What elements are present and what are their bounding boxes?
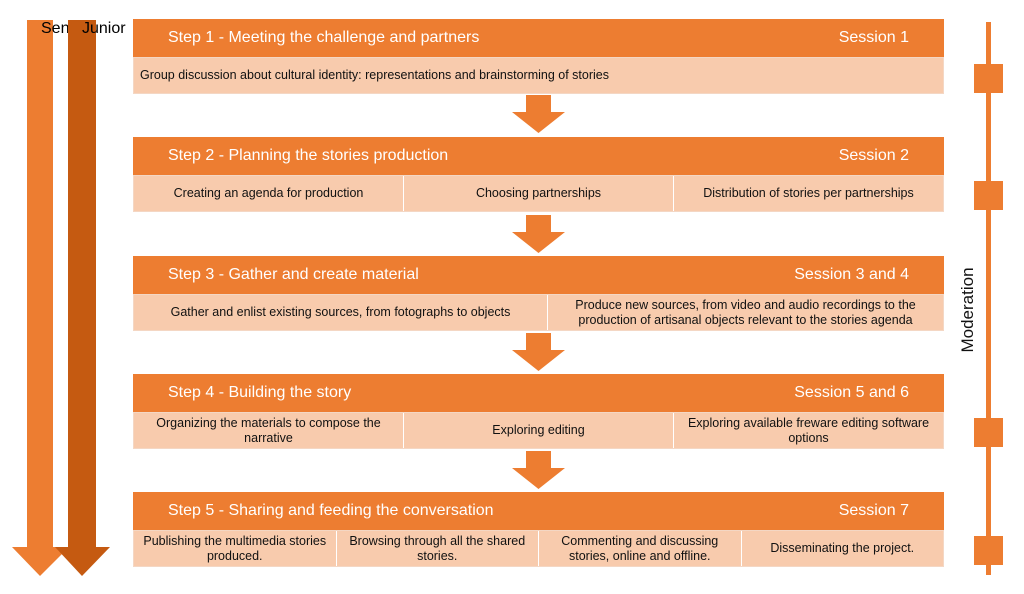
moderation-label: Moderation xyxy=(958,267,977,353)
activity: Exploring editing xyxy=(404,413,674,448)
activity: Organizing the materials to compose the … xyxy=(134,413,404,448)
moderation-marker xyxy=(974,181,1003,210)
down-arrow-icon xyxy=(512,215,565,253)
activity: Gather and enlist existing sources, from… xyxy=(134,295,548,330)
junior-track-label: Junior xyxy=(82,20,126,37)
step-4: Step 4 - Building the story Session 5 and… xyxy=(133,374,944,449)
down-arrow-icon xyxy=(512,333,565,371)
activity: Publishing the multimedia stories produc… xyxy=(134,531,337,566)
step-2: Step 2 - Planning the stories production… xyxy=(133,137,944,212)
senior-track-arrow xyxy=(12,20,69,576)
activity: Distribution of stories per partnerships xyxy=(703,186,914,200)
activity: Exploring available freware editing soft… xyxy=(687,415,930,445)
activity: Browsing through all the shared stories. xyxy=(337,531,539,566)
session-label: Session 2 xyxy=(838,147,909,164)
activity: Produce new sources, from video and audi… xyxy=(575,297,916,327)
step-5: Step 5 - Sharing and feeding the convers… xyxy=(133,492,944,567)
step-1: Step 1 - Meeting the challenge and partn… xyxy=(133,19,944,94)
moderation-marker xyxy=(974,418,1003,447)
session-label: Session 3 and 4 xyxy=(794,266,909,283)
session-label: Session 7 xyxy=(838,502,909,519)
moderation-line xyxy=(986,22,991,575)
activity: Creating an agenda for production xyxy=(134,176,404,211)
step-title: Step 3 - Gather and create material xyxy=(168,266,419,283)
step-title: Step 1 - Meeting the challenge and partn… xyxy=(168,29,480,46)
activity: Choosing partnerships xyxy=(404,176,674,211)
junior-track-arrow xyxy=(55,20,110,576)
down-arrow-icon xyxy=(512,451,565,489)
activity: Commenting and discussing stories, onlin… xyxy=(539,531,742,566)
session-label: Session 5 and 6 xyxy=(794,384,909,401)
step-title: Step 5 - Sharing and feeding the convers… xyxy=(168,502,494,519)
session-label: Session 1 xyxy=(838,29,909,46)
step-title: Step 2 - Planning the stories production xyxy=(168,147,449,164)
activity: Disseminating the project. xyxy=(770,541,915,555)
step-title: Step 4 - Building the story xyxy=(168,384,352,401)
moderation-marker xyxy=(974,64,1003,93)
step-3: Step 3 - Gather and create material Sessi… xyxy=(133,256,944,331)
moderation-marker xyxy=(974,536,1003,565)
activity: Group discussion about cultural identity… xyxy=(140,68,610,82)
down-arrow-icon xyxy=(512,95,565,133)
